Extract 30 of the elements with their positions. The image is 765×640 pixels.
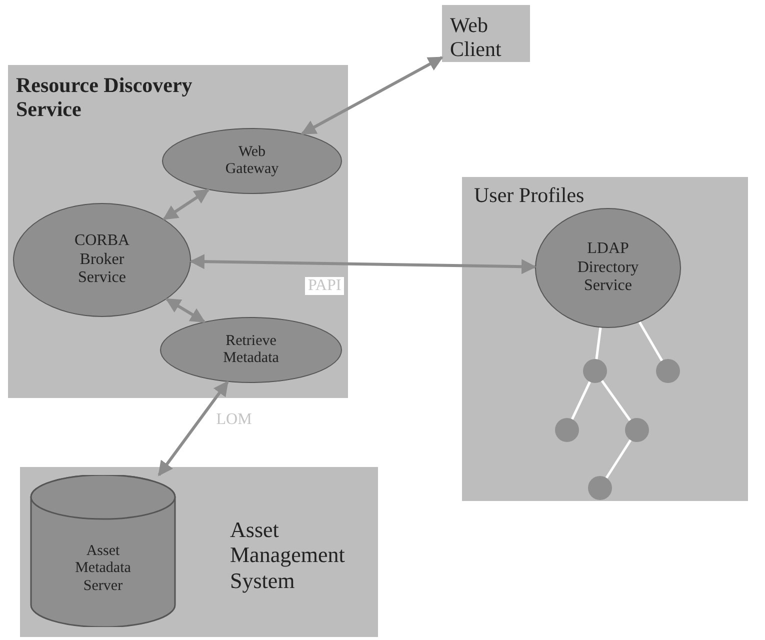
database-cylinder — [30, 475, 176, 627]
connector-line — [638, 321, 664, 362]
node-label: LDAP Directory Service — [576, 240, 640, 296]
connector-line — [605, 439, 632, 479]
double-arrow — [162, 188, 210, 220]
group-title: User Profiles — [474, 183, 586, 208]
double-arrow — [165, 298, 206, 323]
connector-line — [571, 381, 591, 420]
group-panel — [462, 177, 748, 501]
group-panel — [20, 467, 378, 637]
group-panel — [8, 65, 348, 398]
double-arrow — [300, 56, 444, 135]
node-label: Web Client — [450, 13, 502, 62]
double-arrow — [189, 254, 537, 274]
node-label: CORBA Broker Service — [73, 232, 131, 288]
connector-line — [600, 380, 632, 421]
client-box — [442, 5, 530, 62]
connector-line — [595, 328, 602, 360]
edge-label: PAPI — [304, 277, 344, 296]
node-label: Retrieve Metadata — [222, 332, 280, 368]
group-title: Resource Discovery Service — [16, 73, 194, 122]
group-title: Asset Management System — [230, 517, 346, 593]
node-label: Web Gateway — [224, 144, 280, 178]
tree-node-circle — [656, 359, 680, 383]
tree-node-circle — [588, 476, 612, 500]
tree-node-circle — [583, 359, 607, 383]
tree-node-circle — [555, 418, 579, 442]
tree-node-circle — [625, 418, 649, 442]
double-arrow — [158, 380, 229, 476]
node-label: Asset Metadata Server — [74, 543, 132, 595]
